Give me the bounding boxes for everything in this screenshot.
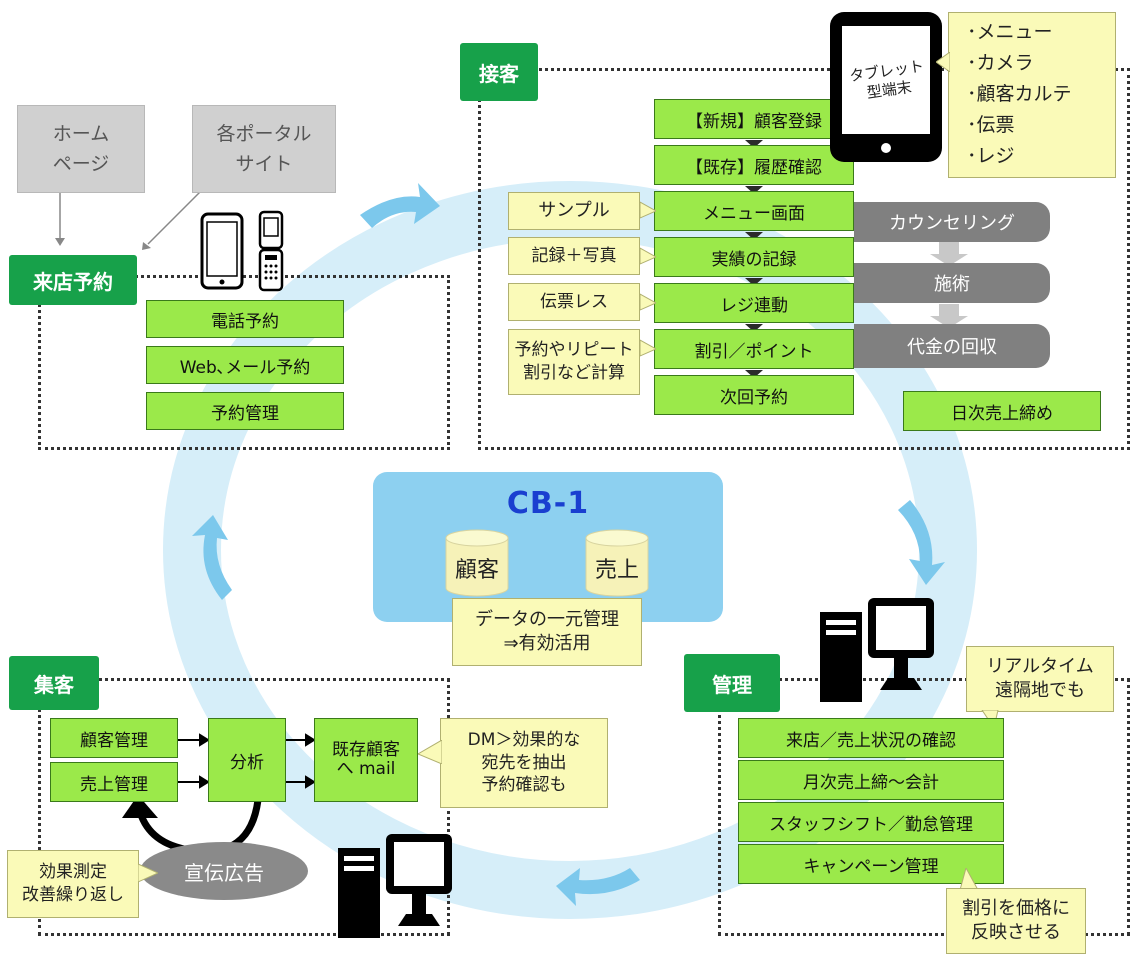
management-title: 管理 bbox=[684, 654, 780, 712]
tablet-feature-menu: ･メニュー bbox=[967, 21, 1053, 43]
phone-icon bbox=[200, 210, 284, 292]
management-item-shift: スタッフシフト／勤怠管理 bbox=[738, 802, 1004, 842]
flow-register: レジ連動 bbox=[654, 283, 854, 323]
management-item-visit: 来店／売上状況の確認 bbox=[738, 718, 1004, 758]
flow-new-customer: 【新規】顧客登録 bbox=[654, 99, 854, 139]
attract-ad: 宣伝広告 bbox=[140, 842, 308, 900]
management-discount-note: 割引を価格に 反映させる bbox=[946, 888, 1086, 954]
attract-analysis: 分析 bbox=[208, 718, 286, 802]
reservation-region bbox=[38, 275, 450, 450]
db-customer-icon bbox=[445, 529, 509, 597]
attract-mail: 既存顧客 へ mail bbox=[314, 718, 418, 802]
reservation-item-manage: 予約管理 bbox=[146, 392, 344, 430]
note-sample: サンプル bbox=[508, 192, 640, 230]
attract-dm-note: DM＞効果的な 宛先を抽出 予約確認も bbox=[440, 718, 608, 808]
flow-discount: 割引／ポイント bbox=[654, 329, 854, 369]
cycle-arrow-left bbox=[192, 515, 232, 600]
management-realtime-note: リアルタイム 遠隔地でも bbox=[966, 646, 1114, 712]
tablet-note-pointer bbox=[936, 52, 950, 72]
db-sales-label: 売上 bbox=[594, 558, 639, 583]
service-title: 接客 bbox=[460, 43, 538, 101]
attract-sales-mgmt: 売上管理 bbox=[50, 762, 178, 802]
portal-box: 各ポータル サイト bbox=[192, 105, 336, 193]
cycle-arrow-right bbox=[898, 500, 945, 585]
reservation-title: 来店予約 bbox=[9, 255, 137, 305]
attract-title: 集客 bbox=[9, 656, 99, 710]
flow-record: 実績の記録 bbox=[654, 237, 854, 277]
reservation-item-web: Web､メール予約 bbox=[146, 346, 344, 384]
management-pc-icon bbox=[820, 598, 934, 702]
center-panel bbox=[373, 472, 723, 622]
db-customer-label: 顧客 bbox=[454, 558, 499, 583]
flow-existing-history: 【既存】履歴確認 bbox=[654, 145, 854, 185]
tablet-icon bbox=[830, 12, 942, 162]
attract-customer-mgmt: 顧客管理 bbox=[50, 718, 178, 758]
desktop-pc-icon bbox=[338, 834, 452, 938]
cycle-arrow-bottom bbox=[556, 868, 640, 906]
dm-note-pointer bbox=[418, 740, 442, 764]
note-record-photo: 記録＋写真 bbox=[508, 237, 640, 275]
process-treatment: 施術 bbox=[854, 263, 1050, 303]
note-calc: 予約やリピート 割引など計算 bbox=[508, 329, 640, 395]
center-note: データの一元管理 ⇒有効活用 bbox=[452, 598, 642, 666]
tablet-features: ･メニュー ･カメラ ･顧客カルテ ･伝票 ･レジ bbox=[948, 12, 1116, 178]
discount-pointer bbox=[960, 868, 979, 890]
tablet-feature-slip: ･伝票 bbox=[967, 113, 1015, 136]
cycle-arrow-top bbox=[360, 183, 440, 228]
note-slipless: 伝票レス bbox=[508, 283, 640, 321]
management-item-monthly: 月次売上締～会計 bbox=[738, 760, 1004, 800]
tablet-feature-camera: ･カメラ bbox=[967, 51, 1034, 74]
management-item-campaign: キャンペーン管理 bbox=[738, 844, 1004, 884]
process-counseling: カウンセリング bbox=[854, 202, 1050, 242]
tablet-feature-register: ･レジ bbox=[967, 144, 1015, 167]
attract-measure: 効果測定 改善繰り返し bbox=[7, 850, 139, 918]
homepage-box: ホーム ページ bbox=[17, 105, 145, 193]
service-region bbox=[478, 68, 1130, 450]
tablet-feature-chart: ･顧客カルテ bbox=[967, 82, 1072, 105]
daily-sales-close: 日次売上締め bbox=[903, 391, 1101, 431]
flow-next-reservation: 次回予約 bbox=[654, 375, 854, 415]
measure-pointer bbox=[138, 863, 158, 883]
flow-menu-screen: メニュー画面 bbox=[654, 191, 854, 231]
center-title: CB-1 bbox=[506, 486, 590, 521]
process-payment: 代金の回収 bbox=[854, 324, 1050, 368]
reservation-item-phone: 電話予約 bbox=[146, 300, 344, 338]
db-sales-icon bbox=[585, 529, 649, 597]
note-pointers bbox=[640, 201, 656, 357]
management-region bbox=[718, 678, 1130, 936]
